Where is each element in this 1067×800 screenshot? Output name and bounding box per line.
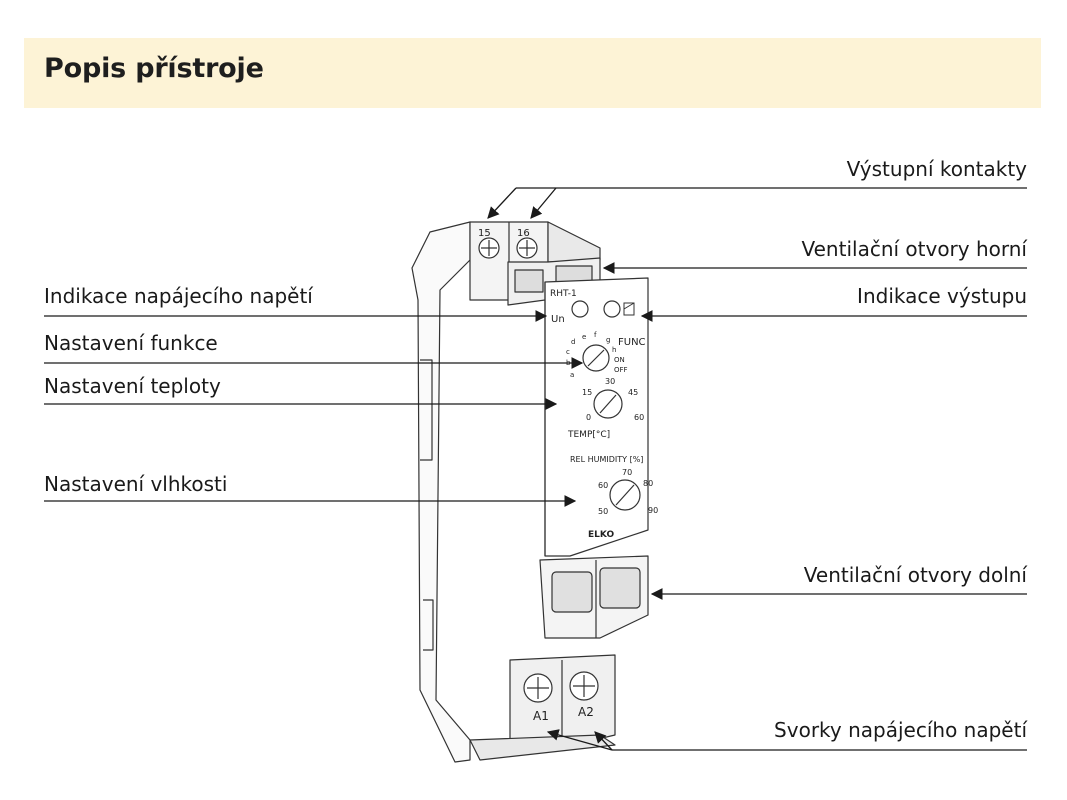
func-scale-f: f bbox=[594, 331, 597, 339]
terminal-a2-label: A2 bbox=[578, 705, 594, 719]
humidity-scale-50: 50 bbox=[598, 507, 608, 516]
humidity-scale-70: 70 bbox=[622, 468, 632, 477]
callout-output-contacts: Výstupní kontakty bbox=[846, 157, 1027, 181]
temp-scale-15: 15 bbox=[582, 388, 592, 397]
humidity-label: REL HUMIDITY [%] bbox=[570, 455, 643, 464]
terminal-15-label: 15 bbox=[478, 228, 491, 239]
vent-slot bbox=[599, 567, 641, 609]
func-scale-h: h bbox=[612, 346, 616, 354]
temp-label: TEMP[°C] bbox=[567, 430, 610, 440]
temp-scale-0: 0 bbox=[586, 413, 591, 422]
callout-supply-terminals: Svorky napájecího napětí bbox=[774, 718, 1027, 742]
temp-knob bbox=[593, 389, 623, 419]
callout-humidity-setting: Nastavení vlhkosti bbox=[44, 472, 228, 496]
func-scale-g: g bbox=[606, 336, 610, 344]
callout-function-setting: Nastavení funkce bbox=[44, 331, 218, 355]
device-side-rib bbox=[420, 359, 433, 461]
func-scale-e: e bbox=[582, 333, 586, 341]
func-scale-off: OFF bbox=[614, 366, 628, 374]
led-un-label: Un bbox=[551, 314, 565, 325]
din-rail-device bbox=[411, 221, 649, 763]
humidity-scale-80: 80 bbox=[643, 479, 653, 488]
temp-scale-60: 60 bbox=[634, 413, 644, 422]
led-output bbox=[603, 300, 621, 318]
temp-scale-45: 45 bbox=[628, 388, 638, 397]
func-scale-a: a bbox=[570, 371, 574, 379]
humidity-scale-60: 60 bbox=[598, 481, 608, 490]
output-symbol-icon bbox=[623, 302, 635, 316]
humidity-knob bbox=[609, 479, 641, 511]
temp-scale-30: 30 bbox=[605, 377, 615, 386]
brand-logo: ELKO bbox=[588, 530, 614, 540]
top-terminal-block-right bbox=[547, 221, 601, 263]
led-un bbox=[571, 300, 589, 318]
func-knob bbox=[582, 344, 610, 372]
humidity-scale-90: 90 bbox=[648, 506, 658, 515]
device-back-body bbox=[411, 221, 471, 763]
leader-output-contacts-arrow-16 bbox=[530, 187, 557, 219]
func-scale-on: ON bbox=[614, 356, 625, 364]
device-base-foot bbox=[469, 734, 616, 761]
vent-slot bbox=[514, 269, 544, 293]
leader-supply-terminals-arrow-a1 bbox=[546, 729, 613, 751]
model-label: RHT-1 bbox=[550, 289, 577, 299]
leader-output-contacts-arrow-15 bbox=[487, 187, 517, 219]
vent-slot bbox=[551, 571, 593, 613]
terminal-a1-label: A1 bbox=[533, 709, 549, 723]
device-side-rib bbox=[423, 599, 434, 651]
callout-vents-bottom: Ventilační otvory dolní bbox=[803, 563, 1027, 587]
header-band bbox=[24, 38, 1041, 108]
callout-supply-indication: Indikace napájecího napětí bbox=[44, 284, 313, 308]
terminal-16-label: 16 bbox=[517, 228, 530, 239]
callout-temperature-setting: Nastavení teploty bbox=[44, 374, 221, 398]
func-label: FUNC bbox=[618, 337, 646, 348]
callout-vents-top: Ventilační otvory horní bbox=[801, 237, 1028, 261]
page-title: Popis přístroje bbox=[44, 53, 264, 84]
leader-supply-terminals-arrow-a2 bbox=[594, 731, 613, 751]
func-scale-c: c bbox=[566, 348, 570, 356]
func-scale-d: d bbox=[571, 338, 575, 346]
callout-output-indication: Indikace výstupu bbox=[857, 284, 1027, 308]
